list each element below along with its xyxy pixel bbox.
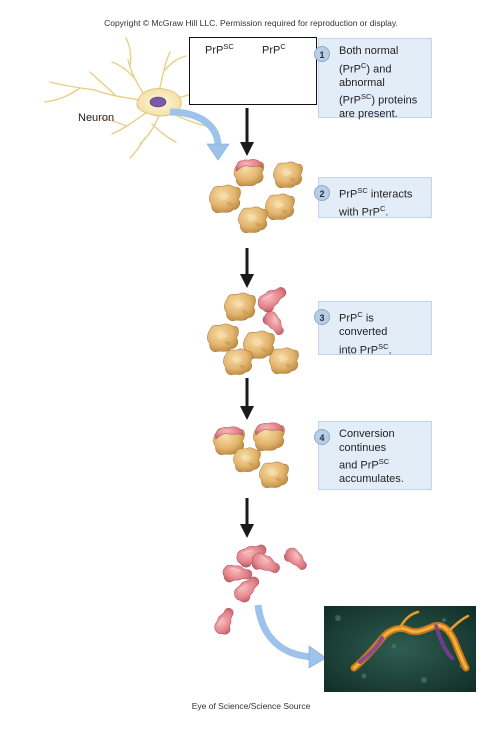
cluster-step-2 [208, 159, 304, 234]
protein-types-box: PrPSC PrPC [189, 37, 317, 105]
step-text-line: PrPC is [339, 310, 374, 325]
step-text-line: with PrPC. [339, 204, 389, 219]
neuron-nucleus [149, 96, 167, 108]
label-normal-protein: PrPC [262, 42, 286, 57]
step-text-line: Conversion [339, 428, 395, 440]
step-text-line: accumulates. [339, 473, 404, 486]
step-text-line: Both normal [339, 45, 399, 57]
step-number: 2 [314, 185, 330, 201]
step-text-line: (PrPSC) proteins [339, 92, 418, 107]
cluster-step-4 [213, 422, 290, 489]
step-text-line: PrPSC interacts [339, 186, 413, 201]
step-text-line: are present. [339, 108, 398, 121]
step-text-line: converted [339, 326, 388, 339]
step-text-line: continues [339, 441, 387, 454]
cluster-step-3 [206, 284, 300, 376]
step-text-line: and PrPSC [339, 457, 390, 472]
process-arrows [240, 108, 254, 538]
copyright-notice: Copyright © McGraw Hill LLC. Permission … [104, 18, 398, 28]
neuron-label: Neuron [78, 112, 115, 124]
step-text: PrPSC interacts with PrPC. [339, 184, 423, 220]
step-text-line: into PrPSC. [339, 341, 392, 357]
image-credit: Eye of Science/Science Source [191, 701, 311, 711]
step-text-line: (PrPC) and [339, 60, 392, 76]
step-number: 3 [314, 309, 330, 325]
step-number: 4 [314, 429, 330, 445]
prion-fibril-micrograph [324, 606, 476, 692]
micrograph-callout-arrow [254, 604, 313, 661]
step-text-line: abnormal [339, 76, 385, 89]
step-number: 1 [314, 46, 330, 62]
label-abnormal-protein: PrPSC [205, 42, 234, 57]
step-2-callout: 2 PrPSC interacts with PrPC. [314, 177, 432, 220]
neuron-callout-arrow [169, 108, 222, 147]
